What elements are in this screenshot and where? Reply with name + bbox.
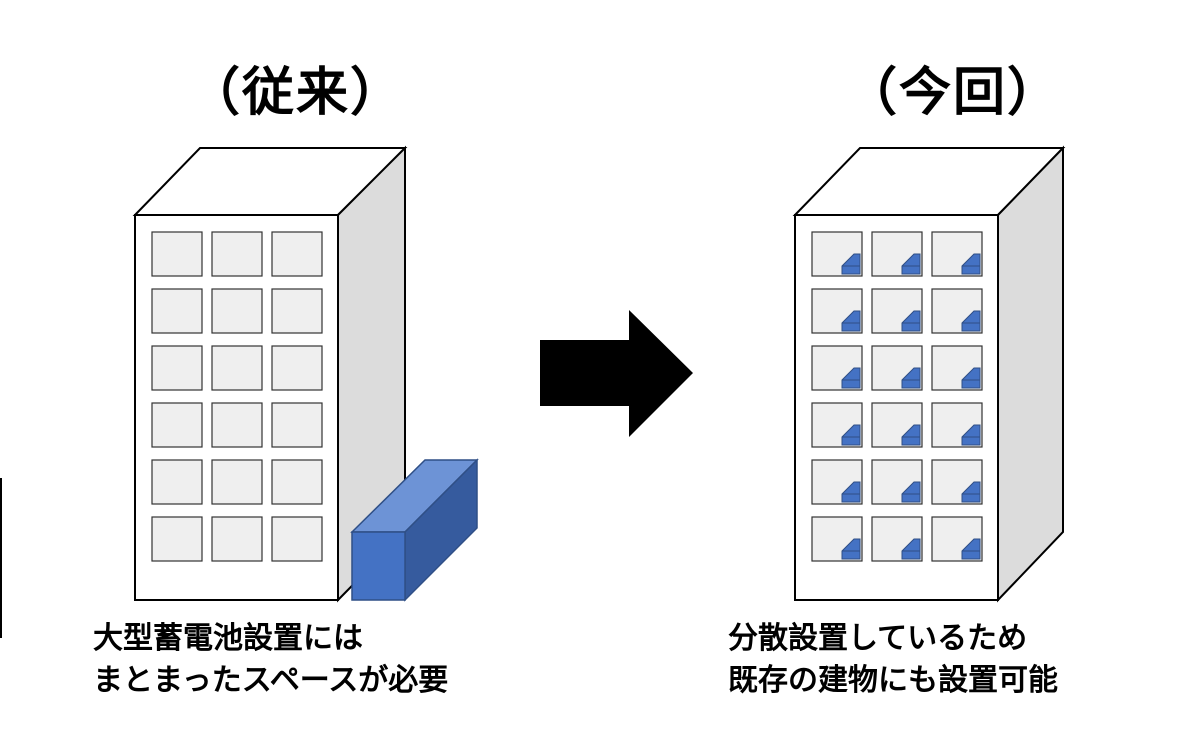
mini-battery-icon [841,310,861,332]
heading-before: （従来） [188,63,405,123]
edge-mark [0,478,5,638]
mini-battery-icon [961,367,981,389]
mini-battery-icon [961,538,981,560]
mini-battery-icon [841,481,861,503]
conventional-window [271,288,323,334]
conventional-window [211,345,263,391]
mini-battery-icon [901,310,921,332]
conventional-window [271,459,323,505]
mini-battery-icon [961,310,981,332]
conventional-window [151,288,203,334]
conventional-window [271,516,323,562]
windows-distributed [811,231,983,562]
caption-before: 大型蓄電池設置には まとまったスペースが必要 [93,618,448,702]
caption-after-line-1: 分散設置しているため [728,621,1028,656]
mini-battery-icon [841,367,861,389]
mini-battery-icon [901,481,921,503]
building-distributed [792,145,1066,603]
mini-battery-icon [961,424,981,446]
mini-battery-icon [901,538,921,560]
battery-block-icon [350,458,479,602]
conventional-window [211,288,263,334]
mini-battery-icon [841,538,861,560]
caption-after: 分散設置しているため 既存の建物にも設置可能 [728,618,1058,702]
windows-conventional [151,231,323,562]
mini-battery-icon [901,424,921,446]
right-arrow-icon [540,310,693,437]
conventional-window [271,345,323,391]
conventional-window [151,345,203,391]
mini-battery-icon [841,424,861,446]
battery-front [351,531,406,601]
conventional-window [151,402,203,448]
mini-battery-icon [901,253,921,275]
mini-battery-icon [901,367,921,389]
conventional-window [211,516,263,562]
conventional-window [151,516,203,562]
caption-before-line-1: 大型蓄電池設置には [93,621,363,656]
mini-battery-icon [961,253,981,275]
conventional-window [211,231,263,277]
heading-after: （今回） [845,63,1062,123]
conventional-window [271,402,323,448]
building-right-side [997,145,1064,603]
conventional-window [151,459,203,505]
mini-battery-icon [961,481,981,503]
conventional-window [271,231,323,277]
building-conventional [132,145,408,603]
caption-after-line-2: 既存の建物にも設置可能 [728,663,1058,698]
distributed-window [811,402,863,448]
conventional-window [151,231,203,277]
caption-before-line-2: まとまったスペースが必要 [93,663,449,698]
conventional-window [211,459,263,505]
conventional-window [211,402,263,448]
mini-battery-icon [841,253,861,275]
